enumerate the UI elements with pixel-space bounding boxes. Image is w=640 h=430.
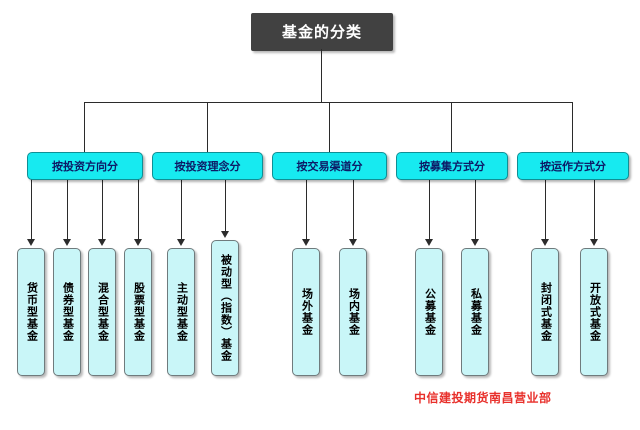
connector-root-stem <box>321 49 322 102</box>
leaf-node-1[interactable]: 货币型基金 <box>17 248 45 376</box>
leaf-node-label: 私募基金 <box>469 288 483 336</box>
connector-leaf-9 <box>429 178 430 239</box>
connector-leaf-2 <box>67 178 68 239</box>
arrow-head-icon <box>349 239 357 246</box>
category-node-4[interactable]: 按募集方式分 <box>396 152 508 180</box>
leaf-node-label: 混合型基金 <box>96 282 110 342</box>
leaf-node-label: 场外基金 <box>300 288 314 336</box>
leaf-node-label: 公募基金 <box>423 288 437 336</box>
connector-category-5 <box>572 102 573 152</box>
leaf-node-label: 货币型基金 <box>25 282 39 342</box>
leaf-node-label: 开放式基金 <box>588 282 602 342</box>
leaf-node-4[interactable]: 股票型基金 <box>124 248 152 376</box>
connector-category-1 <box>84 102 85 152</box>
leaf-node-label: 场内基金 <box>347 288 361 336</box>
arrow-head-icon <box>27 239 35 246</box>
leaf-node-8[interactable]: 场内基金 <box>339 248 367 376</box>
category-node-label: 按交易渠道分 <box>296 159 363 173</box>
arrow-head-icon <box>98 239 106 246</box>
leaf-node-label: 债券型基金 <box>61 282 75 342</box>
connector-leaf-10 <box>475 178 476 239</box>
leaf-node-7[interactable]: 场外基金 <box>292 248 320 376</box>
leaf-node-11[interactable]: 封闭式基金 <box>531 248 559 376</box>
connector-leaf-1 <box>31 178 32 239</box>
category-node-1[interactable]: 按投资方向分 <box>27 152 143 180</box>
arrow-head-icon <box>425 239 433 246</box>
leaf-node-3[interactable]: 混合型基金 <box>88 248 116 376</box>
connector-leaf-6 <box>225 178 226 231</box>
arrow-head-icon <box>590 239 598 246</box>
category-node-label: 按投资理念分 <box>174 159 241 173</box>
leaf-node-5[interactable]: 主动型基金 <box>167 248 195 376</box>
root-node-label: 基金的分类 <box>281 22 362 41</box>
category-node-2[interactable]: 按投资理念分 <box>152 152 263 180</box>
connector-bus <box>84 102 572 103</box>
leaf-node-10[interactable]: 私募基金 <box>461 248 489 376</box>
category-node-label: 按投资方向分 <box>52 159 118 173</box>
connector-category-4 <box>451 102 452 152</box>
category-node-5[interactable]: 按运作方式分 <box>517 152 629 180</box>
connector-leaf-12 <box>594 178 595 239</box>
arrow-head-icon <box>134 239 142 246</box>
category-node-3[interactable]: 按交易渠道分 <box>272 152 387 180</box>
leaf-node-2[interactable]: 债券型基金 <box>53 248 81 376</box>
leaf-node-label: 被动型（指数）基金 <box>219 254 233 362</box>
connector-leaf-3 <box>102 178 103 239</box>
arrow-head-icon <box>177 239 185 246</box>
category-node-label: 按运作方式分 <box>540 159 606 173</box>
connector-leaf-5 <box>181 178 182 239</box>
connector-leaf-7 <box>306 178 307 239</box>
leaf-node-12[interactable]: 开放式基金 <box>580 248 608 376</box>
connector-category-3 <box>328 102 330 152</box>
connector-leaf-4 <box>138 178 139 239</box>
arrow-head-icon <box>63 239 71 246</box>
root-node[interactable]: 基金的分类 <box>251 13 393 51</box>
arrow-head-icon <box>541 239 549 246</box>
leaf-node-label: 股票型基金 <box>132 282 146 342</box>
category-node-label: 按募集方式分 <box>419 159 485 173</box>
leaf-node-label: 主动型基金 <box>175 282 189 342</box>
leaf-node-label: 封闭式基金 <box>539 282 553 342</box>
leaf-node-9[interactable]: 公募基金 <box>415 248 443 376</box>
watermark-text: 中信建投期货南昌营业部 <box>414 391 552 405</box>
connector-leaf-11 <box>545 178 546 239</box>
arrow-head-icon <box>221 231 229 238</box>
arrow-head-icon <box>302 239 310 246</box>
leaf-node-6[interactable]: 被动型（指数）基金 <box>211 240 239 376</box>
connector-category-2 <box>206 102 208 152</box>
connector-leaf-8 <box>353 178 354 239</box>
arrow-head-icon <box>471 239 479 246</box>
